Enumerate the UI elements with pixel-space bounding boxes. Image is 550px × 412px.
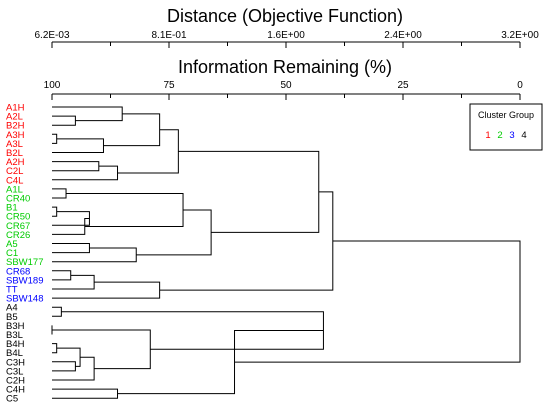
- dendrogram-link: [52, 243, 90, 254]
- leaf-label: A3L: [6, 139, 23, 150]
- dendrogram-link: [52, 343, 58, 354]
- top-tick-label: 6.2E-03: [34, 30, 69, 41]
- info-tick-label: 0: [517, 80, 523, 91]
- dendrogram-link: [52, 161, 100, 172]
- dendrogram-link: [52, 217, 90, 235]
- leaf-label: CR40: [6, 194, 30, 205]
- leaf-label: C1: [6, 248, 18, 259]
- dendrogram-link: [103, 113, 161, 147]
- legend-entry: 3: [509, 130, 514, 141]
- dendrogram-link: [52, 138, 104, 153]
- top-axis-title: Distance (Objective Function): [167, 6, 403, 26]
- leaf-label: B1: [6, 203, 18, 214]
- leaf-label: CR67: [6, 221, 30, 232]
- dendrogram-link: [56, 347, 81, 367]
- leaf-label: B2H: [6, 121, 25, 132]
- leaf-label: C3L: [6, 366, 23, 377]
- dendrogram-link: [52, 247, 137, 263]
- dendrogram-link: [178, 150, 320, 233]
- top-axis: 6.2E-03 8.1E-01 1.6E+00 2.4E+00 3.2E+00: [34, 30, 539, 48]
- dendrogram-link: [52, 329, 151, 370]
- dendrogram-link: [117, 129, 179, 174]
- top-tick-label: 8.1E-01: [151, 30, 186, 41]
- dendrogram-link: [136, 209, 212, 256]
- leaf-label: TT: [6, 285, 18, 296]
- dendrogram-link: [52, 281, 161, 299]
- leaf-label: A4: [6, 303, 18, 314]
- leaf-label: B2L: [6, 148, 23, 159]
- leaf-labels: A1HA2LB2HA3HA3LB2LA2HC2LC4LA1LCR40B1CR50…: [6, 103, 44, 405]
- leaf-label: CR26: [6, 230, 30, 241]
- dendrogram-link: [52, 211, 90, 226]
- leaf-label: C2L: [6, 166, 23, 177]
- legend-title: Cluster Group: [478, 110, 534, 120]
- leaf-label: SBW177: [6, 257, 44, 268]
- dendrogram-link: [52, 115, 76, 126]
- dendrogram-link: [234, 240, 521, 363]
- bottom-axis-title: Information Remaining (%): [178, 57, 392, 77]
- top-tick-label: 2.4E+00: [384, 30, 422, 41]
- leaf-label: B3L: [6, 330, 23, 341]
- info-tick-label: 100: [44, 80, 61, 91]
- leaf-label: CR50: [6, 212, 30, 223]
- leaf-label: A1H: [6, 103, 25, 114]
- dendrogram-link: [52, 270, 72, 281]
- info-tick-label: 50: [280, 80, 292, 91]
- leaf-label: B4H: [6, 339, 25, 350]
- leaf-label: SBW189: [6, 275, 44, 286]
- legend-entry: 1: [485, 130, 490, 141]
- dendrogram-link: [159, 191, 334, 291]
- leaf-label: A1L: [6, 184, 23, 195]
- leaf-label: A5: [6, 239, 18, 250]
- dendrogram-link: [52, 356, 95, 381]
- top-tick-label: 1.6E+00: [267, 30, 305, 41]
- dendrogram-link: [52, 306, 62, 317]
- leaf-label: C5: [6, 394, 18, 405]
- leaf-label: C3H: [6, 357, 25, 368]
- leaf-label: CR68: [6, 266, 30, 277]
- dendrogram-link: [52, 206, 58, 217]
- info-tick-label: 25: [397, 80, 409, 91]
- leaf-label: A3H: [6, 130, 25, 141]
- dendrogram-link: [52, 388, 119, 399]
- leaf-label: A2L: [6, 112, 23, 123]
- dendrogram-link: [66, 192, 184, 227]
- dendrogram-link: [52, 188, 67, 199]
- dendrogram-link: [52, 165, 119, 181]
- legend-box: [469, 103, 543, 151]
- leaf-label: SBW148: [6, 294, 44, 305]
- leaf-label: B3H: [6, 321, 25, 332]
- leaf-label: A2H: [6, 157, 25, 168]
- bottom-axis: 100 75 50 25 0: [44, 80, 523, 100]
- leaf-label: C2H: [6, 376, 25, 387]
- top-tick-label: 3.2E+00: [501, 30, 539, 41]
- leaf-label: C4L: [6, 175, 23, 186]
- leaf-label: B4L: [6, 348, 23, 359]
- dendrogram-link: [52, 106, 123, 122]
- leaf-label: B5: [6, 312, 18, 323]
- info-tick-label: 75: [163, 80, 175, 91]
- dendrogram-links: [51, 106, 521, 399]
- legend-entry: 2: [497, 130, 502, 141]
- leaf-label: C4H: [6, 385, 25, 396]
- dendrogram-link: [52, 274, 95, 290]
- dendrogram-link: [52, 133, 58, 144]
- dendrogram-link: [52, 361, 76, 372]
- legend-entry: 4: [521, 130, 526, 141]
